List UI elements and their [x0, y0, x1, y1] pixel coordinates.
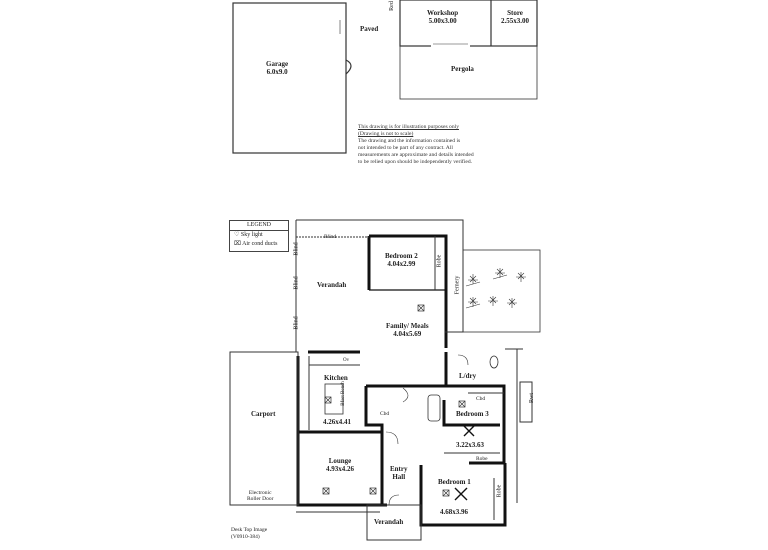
- bedroom1-label: Bedroom 1: [438, 478, 471, 486]
- rwt-label: Rwt: [529, 392, 536, 404]
- footer-image-ref: Desk Top Image(V0910-384): [231, 527, 268, 540]
- blind-label-top: Blind: [324, 234, 337, 240]
- pergola-label: Pergola: [451, 65, 474, 73]
- bedroom1-size-label: 4.68x3.96: [440, 508, 468, 516]
- red-label: Red: [388, 1, 395, 11]
- front-verandah-outline: [366, 504, 422, 541]
- legend-title: LEGEND: [230, 221, 288, 231]
- blind-label-1: Blind: [293, 242, 300, 256]
- fernery-outline: [462, 249, 541, 333]
- ceiling-fans: [454, 425, 475, 501]
- fernery-label: Fernery: [454, 275, 461, 295]
- disclaimer-note: This drawing is for illustration purpose…: [358, 124, 474, 165]
- robe-label-bed2: Robe: [436, 254, 443, 268]
- kitchen-label: Kitchen: [324, 374, 348, 382]
- legend-skylight: ♡ Sky light: [234, 232, 263, 238]
- carport-outline: [229, 351, 299, 506]
- verandah-label: Verandah: [317, 281, 347, 289]
- robe-label-bed3: Robe: [476, 456, 488, 462]
- toilet: [489, 355, 499, 369]
- robe-label-bed1: Robe: [496, 484, 503, 498]
- bath: [427, 394, 441, 422]
- air-cond-ducts: [322, 304, 466, 497]
- cbd-label-2: Cbd: [380, 411, 390, 417]
- kitchen-size-label: 4.26x4.41: [323, 418, 351, 426]
- blind-label-2: Blind: [293, 276, 300, 290]
- fernery-plants: [465, 268, 526, 309]
- laundry-label: L/dry: [459, 372, 477, 380]
- cbd-label-1: Cbd: [476, 396, 486, 402]
- legend-aircond: ⌧ Air cond ducts: [234, 241, 278, 247]
- carport-label: Carport: [251, 410, 276, 418]
- paved-label: Paved: [360, 25, 379, 33]
- oven-label: Ov: [343, 358, 350, 363]
- legend-box: LEGEND ♡ Sky light ⌧ Air cond ducts: [229, 220, 289, 252]
- skylight-icon: ♡: [234, 232, 240, 238]
- blind-label-3: Blind: [293, 316, 300, 330]
- air-cond-duct-icon: ⌧: [234, 241, 241, 247]
- rwt-box: [519, 381, 533, 423]
- bedroom2-walls: [369, 234, 448, 348]
- front-verandah-label: Verandah: [374, 518, 404, 526]
- garage-outline: [232, 2, 347, 154]
- bedroom3-label: Bedroom 3: [456, 410, 489, 418]
- bedroom3-size-label: 3.22x3.63: [456, 441, 484, 449]
- breakfast-bench-label: Bfast Bench: [340, 381, 346, 406]
